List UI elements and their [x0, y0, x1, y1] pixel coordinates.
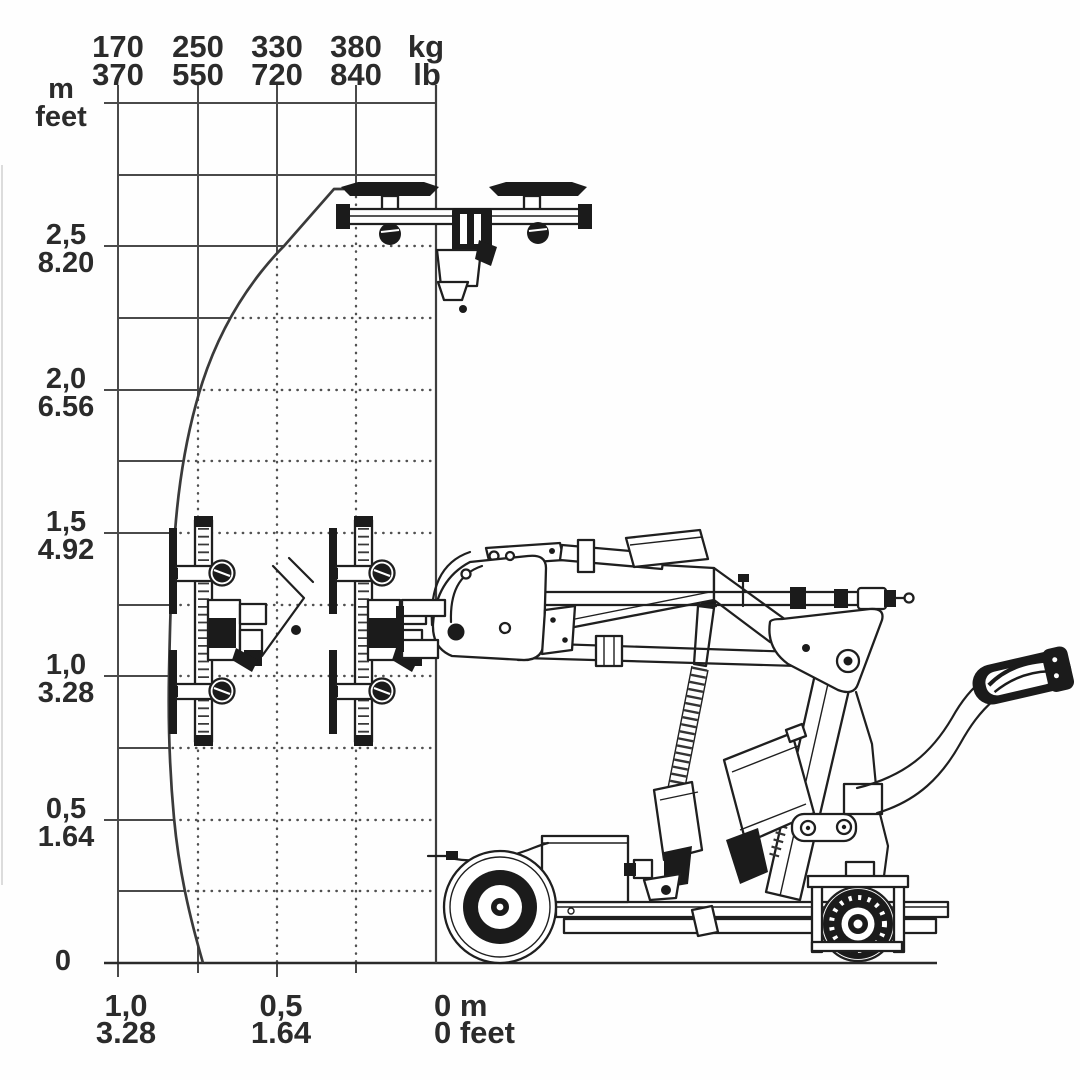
left-tick-ft-20: 6.56 [38, 391, 94, 423]
suction-pad [341, 182, 439, 196]
top-axis-unit-kg: kg [408, 29, 444, 64]
control-handle [972, 646, 1075, 705]
top-tick-kg-1: 170 [92, 29, 144, 64]
front-wheel [442, 849, 558, 965]
rear-wheel [806, 874, 910, 963]
left-tick-ft-15: 4.92 [38, 534, 94, 566]
top-axis-unit-lb: lb [413, 57, 441, 92]
left-axis-labels: m feet 2,5 8.20 2,0 6.56 1,5 4.92 1,0 3.… [35, 73, 94, 977]
left-tick-m-05: 0,5 [46, 793, 86, 825]
top-tick-lb-4: 840 [330, 57, 382, 92]
battery-box [722, 722, 816, 884]
boom-pivot-plate [768, 607, 884, 694]
left-tick-ft-05: 1.64 [38, 821, 94, 853]
left-axis-unit-feet: feet [35, 101, 87, 133]
tiller-handle [842, 646, 1075, 816]
suction-pad [489, 182, 587, 196]
pad-frame-top-position [336, 182, 592, 313]
top-tick-kg-4: 380 [330, 29, 382, 64]
pad-frame-mid-links [396, 598, 447, 660]
top-tick-lb-3: 720 [251, 57, 303, 92]
bottom-tick-ft-10: 3.28 [96, 1015, 156, 1050]
left-tick-ft-25: 8.20 [38, 247, 94, 279]
rear-body-panel [790, 690, 890, 884]
machine-side-view [426, 528, 1075, 965]
lift-actuator [642, 593, 717, 902]
bottom-tick-ft-05: 1.64 [251, 1015, 312, 1050]
front-motor-box [426, 834, 654, 904]
left-tick-m-10: 1,0 [46, 649, 86, 681]
upper-rail [542, 574, 915, 611]
left-tick-m-20: 2,0 [46, 363, 86, 395]
left-axis-unit-m: m [48, 73, 74, 105]
left-tick-ft-10: 3.28 [38, 677, 94, 709]
left-tick-m-15: 1,5 [46, 506, 86, 538]
top-axis-labels: 170 250 330 380 kg 370 550 720 840 lb [92, 29, 444, 92]
left-tick-m-25: 2,5 [46, 219, 86, 251]
bottom-tick-m-05: 0,5 [259, 988, 302, 1023]
top-tick-kg-2: 250 [172, 29, 224, 64]
boom-head [430, 550, 577, 662]
top-tick-lb-1: 370 [92, 57, 144, 92]
envelope-interior [168, 189, 436, 962]
top-tick-lb-2: 550 [172, 57, 224, 92]
bottom-tick-m-10: 1,0 [104, 988, 147, 1023]
bottom-axis-labels: 1,0 3.28 0,5 1.64 0 m 0 feet [96, 988, 515, 1050]
reach-break-symbol [260, 556, 315, 658]
top-tick-kg-3: 330 [251, 29, 303, 64]
bottom-tick-m-0: 0 m [434, 988, 487, 1023]
left-tick-m-0: 0 [55, 945, 71, 977]
pad-frame-extended-position [169, 516, 268, 746]
bottom-tick-ft-0: 0 feet [434, 1015, 515, 1050]
